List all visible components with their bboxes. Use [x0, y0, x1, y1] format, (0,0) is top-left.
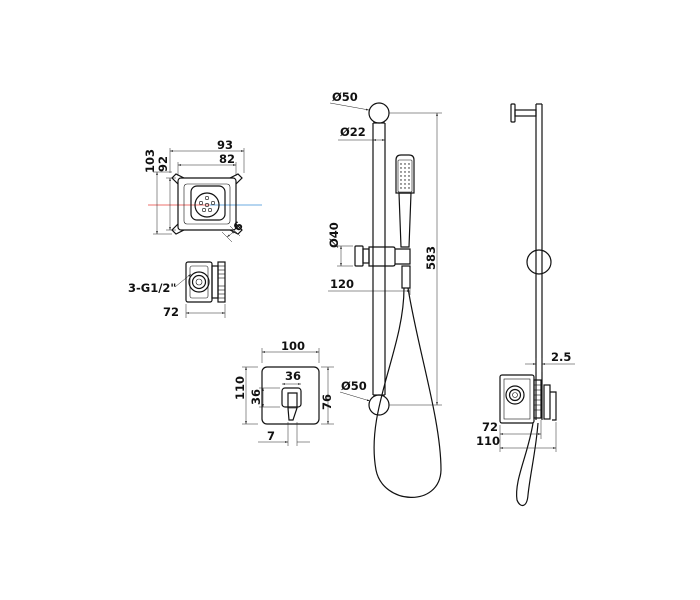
- valve-box-side-view: 3-G1/2" 72: [128, 261, 226, 319]
- dim-2-5: 2.5: [551, 350, 571, 364]
- dim-72-box: 72: [163, 305, 179, 319]
- dim-103: 103: [143, 149, 157, 173]
- slide-rail-front-view: Ø50 Ø22 Ø40 120 583 Ø50: [327, 90, 442, 498]
- dim-36-horizontal: 36: [285, 369, 301, 383]
- dim-diameter-22: Ø22: [340, 125, 366, 139]
- spray-nozzles-icon: [400, 163, 410, 189]
- dim-36-vertical: 36: [249, 389, 263, 405]
- dim-92: 92: [156, 156, 170, 172]
- dim-72-assembly: 72: [482, 420, 498, 434]
- dim-thread: 3-G1/2": [128, 281, 176, 295]
- dim-120: 120: [330, 277, 354, 291]
- dim-76: 76: [320, 394, 334, 410]
- dim-7: 7: [267, 429, 275, 443]
- assembly-side-view: 2.5 72 110: [476, 103, 575, 506]
- dim-110-assembly: 110: [476, 434, 500, 448]
- dim-82: 82: [219, 152, 235, 166]
- wall-plate-front-view: 100 36 110 36 76 7: [233, 339, 334, 446]
- dim-diameter-40: Ø40: [327, 222, 341, 248]
- dim-93: 93: [217, 138, 233, 152]
- valve-box-top-view: 93 82 103 92 6: [143, 138, 262, 243]
- dim-diameter-50-top: Ø50: [332, 90, 358, 104]
- dim-100: 100: [281, 339, 305, 353]
- dim-110-plate: 110: [233, 376, 247, 400]
- dim-583: 583: [424, 246, 438, 270]
- dim-diameter-50-bottom: Ø50: [341, 379, 367, 393]
